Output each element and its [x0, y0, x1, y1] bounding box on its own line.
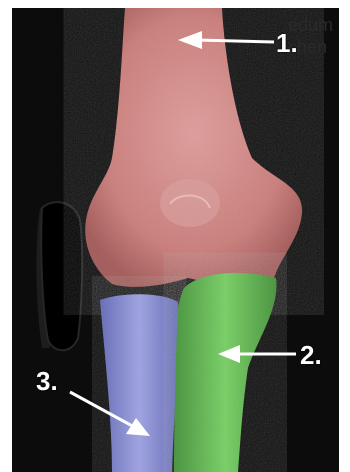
elbow-xray-image: edum chen 1. 2. 3.: [12, 8, 339, 472]
olecranon-fossa-shape: [160, 179, 220, 227]
label-3: 3.: [36, 368, 58, 394]
label-1: 1.: [276, 30, 298, 56]
label-2: 2.: [300, 342, 322, 368]
xray-drawing: [12, 8, 339, 472]
ulna-bone-shape: [174, 273, 276, 472]
dark-marker-shape: [41, 202, 82, 350]
radius-bone-shape: [100, 294, 178, 472]
humerus-bone-shape: [85, 8, 302, 287]
